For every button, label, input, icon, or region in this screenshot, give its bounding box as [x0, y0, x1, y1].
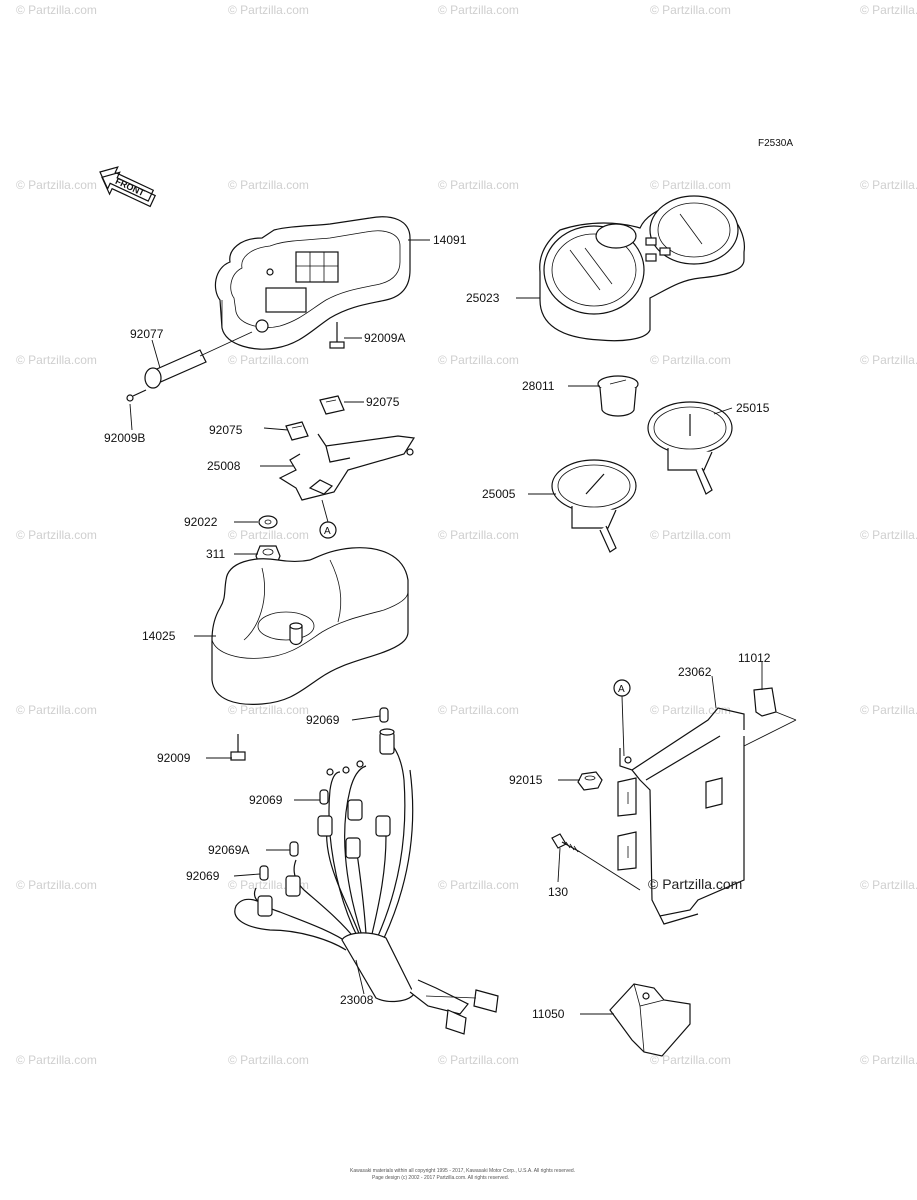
label-25008: 25008 — [207, 459, 241, 473]
label-14025: 14025 — [142, 629, 176, 643]
watermark-text: © Partzilla.com — [860, 178, 917, 192]
bulbs-92069 — [259, 707, 389, 881]
ref-marker-a-upper: A — [319, 499, 337, 539]
watermark-text: © Partzilla.com — [438, 3, 519, 17]
bracket-23062 — [617, 707, 745, 925]
watermark-text: © Partzilla.com — [228, 1053, 309, 1067]
label-92069A: 92069A — [208, 843, 249, 857]
watermark-text: © Partzilla.com — [16, 878, 97, 892]
label-92069-mid: 92069 — [249, 793, 283, 807]
figure-code: F2530A — [758, 138, 793, 149]
watermark-text: © Partzilla.com — [438, 703, 519, 717]
label-23008: 23008 — [340, 993, 374, 1007]
bolt-130 — [551, 833, 641, 891]
watermark-text: © Partzilla.com — [650, 703, 731, 717]
svg-text:A: A — [618, 684, 625, 695]
washer-92022 — [258, 515, 278, 529]
label-92075-lower: 92075 — [209, 423, 243, 437]
front-arrow-icon: FRONT — [99, 166, 157, 208]
socket-cluster — [257, 728, 395, 917]
watermark-text: © Partzilla.com — [228, 703, 309, 717]
watermark-text: © Partzilla.com — [650, 353, 731, 367]
copyright-line-2: Page design (c) 2002 - 2017 Partzilla.co… — [372, 1175, 509, 1181]
label-23062: 23062 — [678, 665, 712, 679]
svg-text:A: A — [324, 526, 331, 537]
bracket-11050 — [609, 983, 691, 1057]
watermark-text: © Partzilla.com — [16, 703, 97, 717]
watermark-text: © Partzilla.com — [650, 3, 731, 17]
watermark-text: © Partzilla.com — [438, 178, 519, 192]
label-25015: 25015 — [736, 401, 770, 415]
label-25005: 25005 — [482, 487, 516, 501]
meter-cover-14025 — [211, 547, 409, 705]
label-311: 311 — [206, 547, 225, 561]
watermark-text: © Partzilla.com — [228, 353, 309, 367]
meter-case-14091 — [214, 216, 411, 350]
screw-92009A — [329, 322, 345, 349]
watermark-text: © Partzilla.com — [438, 878, 519, 892]
leader-lines — [129, 239, 763, 1015]
watermark-grid: © Partzilla.com © Partzilla.com © Partzill… — [16, 3, 917, 1067]
label-92009: 92009 — [157, 751, 191, 765]
watermark-text: © Partzilla.com — [860, 353, 917, 367]
copyright-line-1: Kawasaki materials within all copyright … — [350, 1168, 575, 1174]
label-11050: 11050 — [532, 1007, 565, 1021]
gauge-25015 — [647, 401, 733, 495]
watermark-text: © Partzilla.com — [650, 178, 731, 192]
label-92069-top: 92069 — [306, 713, 340, 727]
label-28011: 28011 — [522, 379, 555, 393]
watermark-text: © Partzilla.com — [860, 703, 917, 717]
label-92009B: 92009B — [104, 431, 145, 445]
watermark-text: © Partzilla.com — [438, 353, 519, 367]
watermark-text: © Partzilla.com — [650, 1053, 731, 1067]
clip-92075-upper — [319, 395, 345, 415]
brand-watermark: © Partzilla.com — [648, 876, 742, 892]
watermark-text: © Partzilla.com — [16, 1053, 97, 1067]
label-92075-upper: 92075 — [366, 395, 400, 409]
label-92069-low: 92069 — [186, 869, 220, 883]
gauge-25005 — [551, 459, 637, 553]
label-92077: 92077 — [130, 327, 164, 341]
nut-92015 — [577, 771, 603, 791]
label-92015: 92015 — [509, 773, 543, 787]
watermark-text: © Partzilla.com — [16, 3, 97, 17]
socket-28011 — [597, 375, 639, 417]
watermark-text: © Partzilla.com — [228, 3, 309, 17]
watermark-text: © Partzilla.com — [860, 1053, 917, 1067]
knob-92077 — [144, 331, 253, 389]
watermark-text: © Partzilla.com — [16, 178, 97, 192]
label-25023: 25023 — [466, 291, 500, 305]
watermark-text: © Partzilla.com — [228, 178, 309, 192]
wire-harness-23008 — [234, 707, 499, 1035]
clip-92075-lower — [285, 421, 309, 441]
label-11012: 11012 — [738, 651, 771, 665]
watermark-text: © Partzilla.com — [860, 528, 917, 542]
ref-marker-a-lower: A — [613, 679, 631, 757]
watermark-text: © Partzilla.com — [438, 528, 519, 542]
watermark-text: © Partzilla.com — [16, 353, 97, 367]
watermark-text: © Partzilla.com — [228, 528, 309, 542]
screw-92009B — [126, 389, 147, 402]
screw-92009 — [230, 734, 246, 761]
bracket-25008 — [278, 433, 416, 501]
watermark-text: © Partzilla.com — [650, 528, 731, 542]
watermark-text: © Partzilla.com — [438, 1053, 519, 1067]
watermark-text: © Partzilla.com — [860, 878, 917, 892]
watermark-text: © Partzilla.com — [16, 528, 97, 542]
meter-assembly-25023 — [539, 195, 745, 342]
part-labels: 14091 25023 92077 92009A 92009B 28011 92… — [104, 233, 771, 1021]
label-92022: 92022 — [184, 515, 218, 529]
label-92009A: 92009A — [364, 331, 405, 345]
watermark-text: © Partzilla.com — [860, 3, 917, 17]
cap-11012 — [743, 687, 797, 747]
label-14091: 14091 — [433, 233, 467, 247]
label-130: 130 — [548, 885, 568, 899]
